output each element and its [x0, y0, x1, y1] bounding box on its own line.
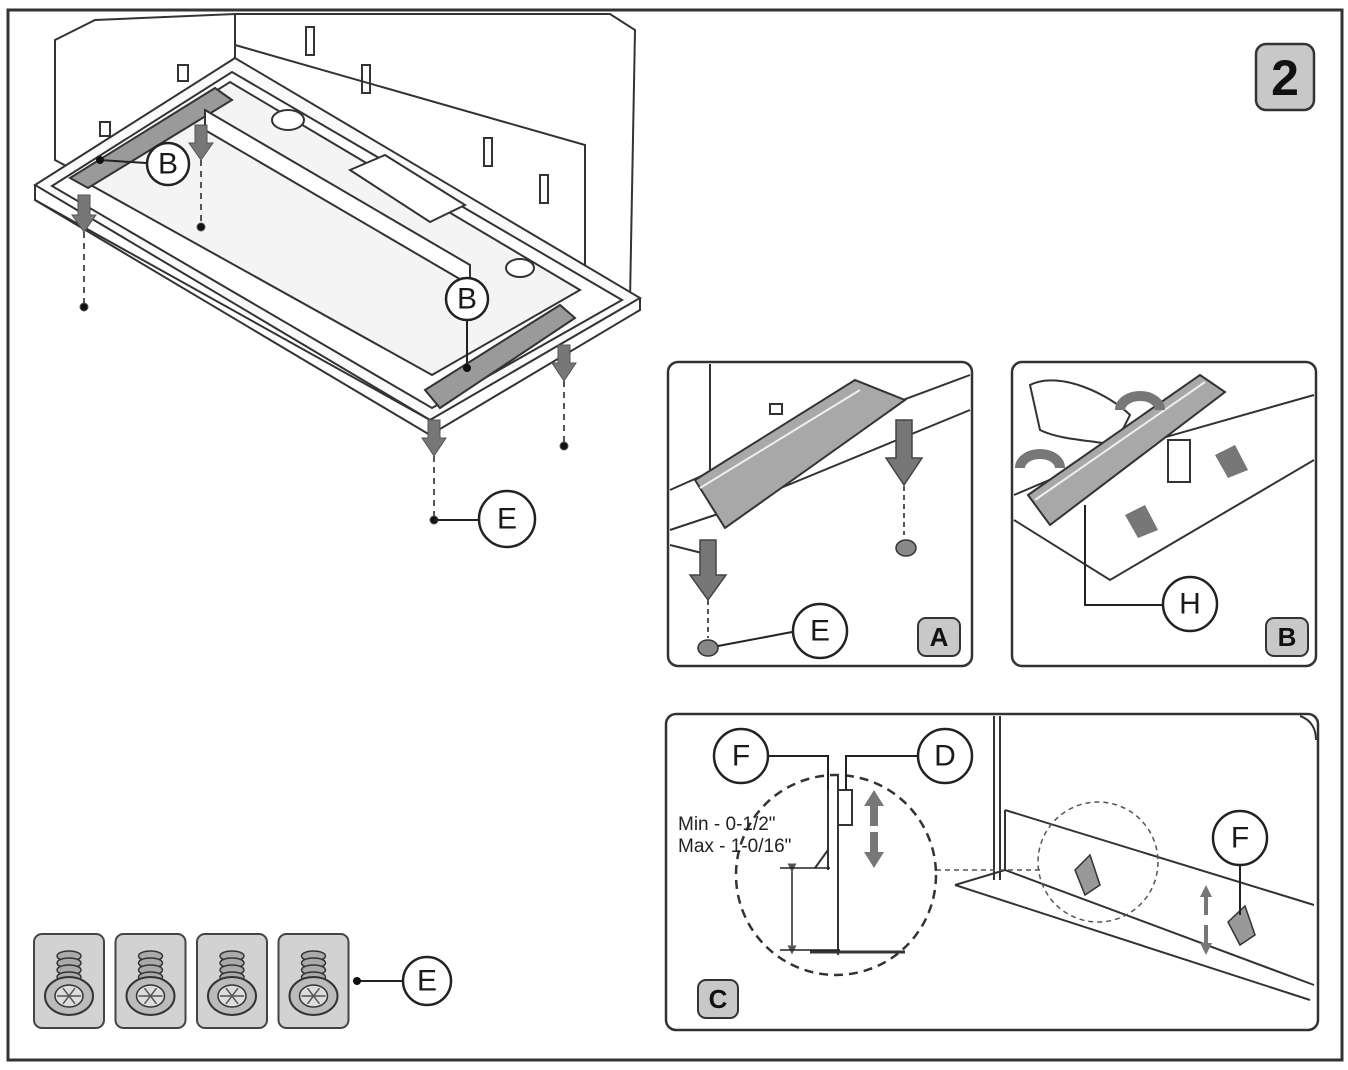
callout-f-right	[1211, 809, 1269, 867]
callout-h	[1161, 575, 1219, 633]
arrow-down-icon	[884, 419, 924, 487]
callout-label: E	[497, 503, 517, 536]
arrow-down-icon	[71, 194, 97, 233]
arrow-down-icon	[551, 344, 577, 382]
panel-c-badge	[697, 979, 739, 1019]
callout-label: H	[1179, 588, 1201, 621]
panel-b-badge	[1265, 617, 1309, 657]
callout-e-screws: E	[353, 955, 453, 1007]
screw-icon	[697, 639, 719, 657]
screw-tile	[277, 933, 350, 1029]
rotate-arrow-icon	[1015, 449, 1065, 469]
measurement-min: Min - 0-1/2"	[678, 814, 776, 835]
arrow-up-icon	[864, 790, 884, 826]
detail-panel-c: Min - 0-1/2" Max - 1-0/16" F D F C	[664, 712, 1320, 1032]
arrow-down-icon	[188, 124, 214, 161]
push-arrow-icon	[1125, 505, 1158, 538]
callout-d	[916, 727, 974, 785]
rotate-arrow-icon	[1115, 391, 1165, 411]
screw-icon	[895, 539, 917, 557]
callout-label: F	[732, 740, 750, 773]
panel-label: B	[1278, 622, 1297, 652]
hood-illustration	[33, 12, 642, 437]
callout-e-main: E	[434, 489, 537, 549]
arrow-down-icon	[864, 832, 884, 868]
detail-panel-a: E A	[666, 360, 974, 668]
screw-row	[33, 933, 350, 1029]
callout-e-panel-a	[791, 602, 849, 660]
callout-label: B	[158, 148, 178, 181]
panel-label: A	[930, 622, 949, 652]
step-number-badge: 2	[1254, 42, 1316, 112]
screw-tile	[196, 933, 268, 1029]
push-arrow-icon	[1215, 445, 1248, 478]
magnified-detail	[734, 773, 938, 977]
arrow-down-icon	[1200, 925, 1212, 955]
step-number: 2	[1271, 50, 1299, 106]
page-border	[6, 8, 1344, 1062]
panel-label: C	[709, 984, 728, 1014]
detail-panel-b: H B	[1010, 360, 1318, 668]
callout-f-left	[712, 727, 770, 785]
screw-drop-arrows	[71, 124, 577, 525]
arrow-down-icon	[688, 539, 728, 602]
arrow-down-icon	[421, 419, 447, 457]
panel-a-badge	[917, 617, 961, 657]
callout-b-top: B	[96, 141, 191, 187]
screw-tile	[33, 933, 105, 1029]
callout-label: E	[810, 615, 830, 648]
arrow-up-icon	[1200, 885, 1212, 915]
measurement-max: Max - 1-0/16"	[678, 836, 791, 857]
callout-label: F	[1231, 822, 1249, 855]
callout-b-right: B	[444, 276, 490, 372]
callout-label: B	[457, 283, 477, 316]
callout-label: E	[417, 965, 437, 998]
callout-label: D	[934, 740, 956, 773]
screw-tile	[114, 933, 187, 1029]
